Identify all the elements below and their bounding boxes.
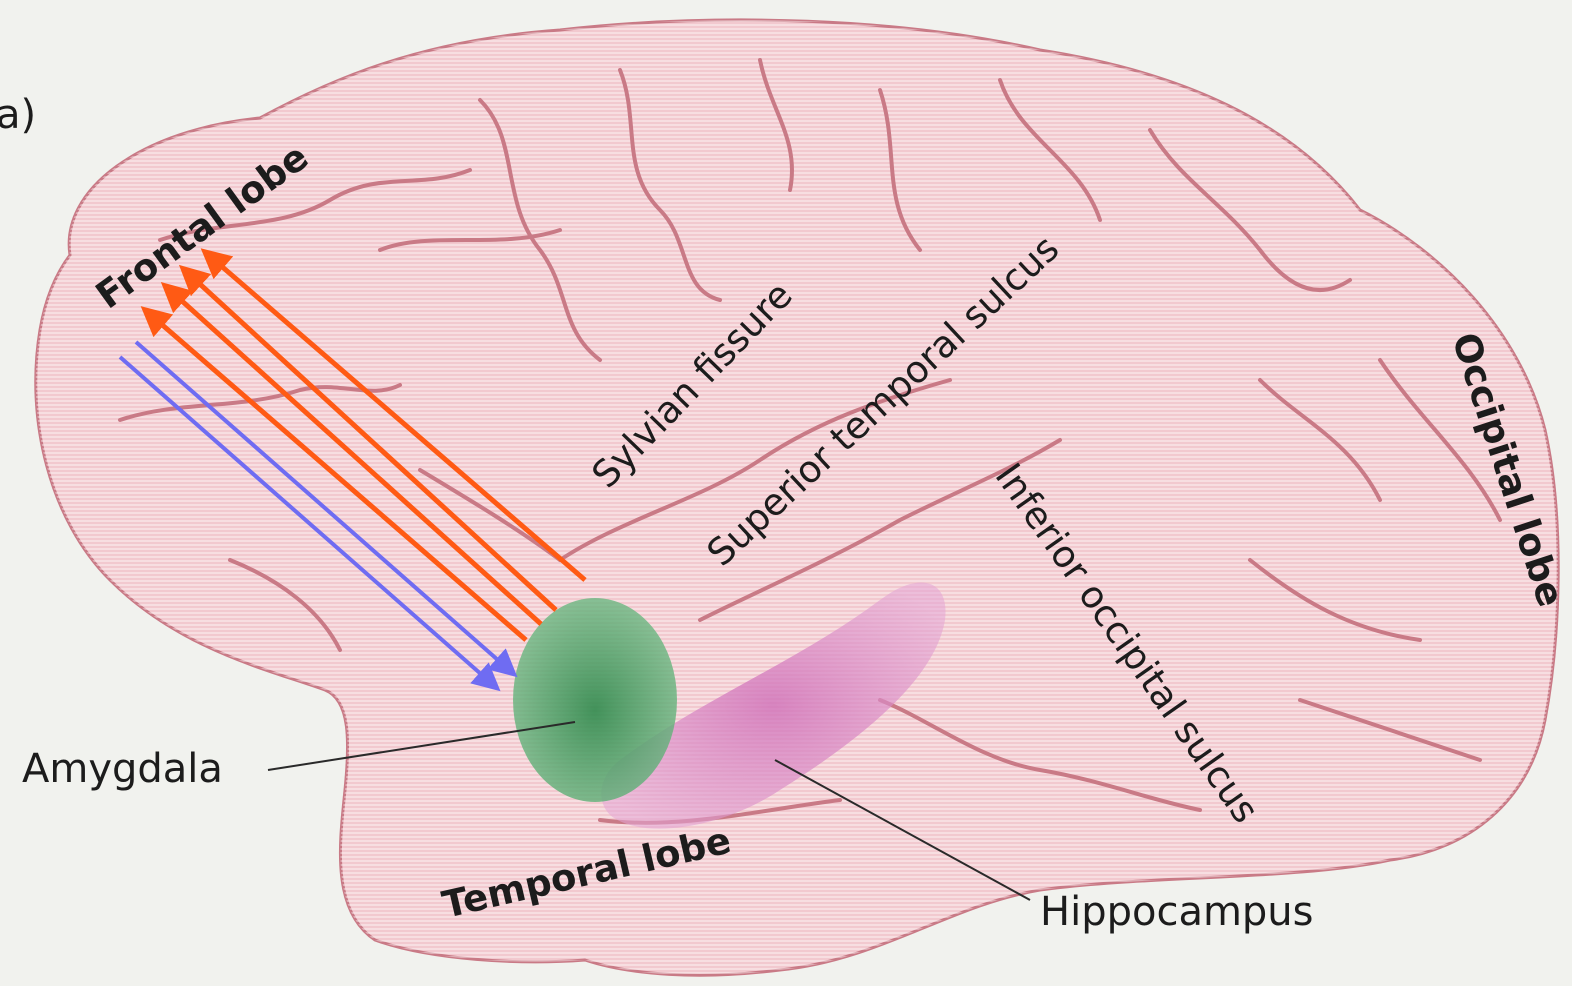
hippocampus-label: Hippocampus xyxy=(1040,889,1314,935)
amygdala-label: Amygdala xyxy=(22,746,223,792)
panel-label: a) xyxy=(0,92,36,138)
amygdala-region xyxy=(513,598,677,802)
